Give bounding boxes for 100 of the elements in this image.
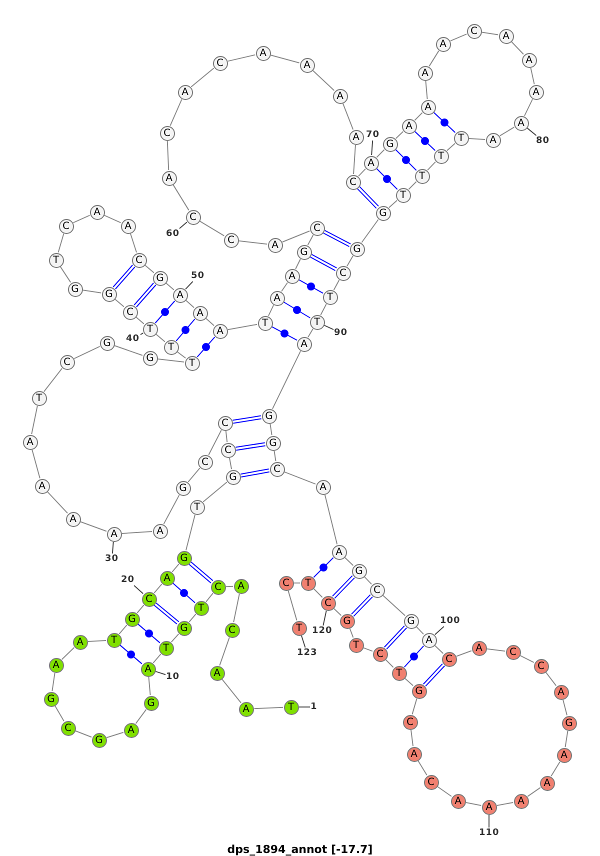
nucleotide-circle: A — [402, 118, 416, 134]
base-pair-line — [313, 557, 334, 578]
backbone-line — [148, 676, 151, 696]
nucleotide-circle: C — [212, 56, 228, 70]
nucleotide-circle: A — [90, 204, 104, 220]
backbone-line — [416, 626, 424, 635]
base-pair-line — [414, 130, 436, 152]
nucleotide-circle: G — [176, 480, 190, 496]
base-pair-line — [154, 300, 176, 324]
nucleotide-circle: C — [210, 580, 226, 594]
nucleotide-circle: A — [210, 666, 224, 680]
nucleotide-circle: A — [486, 132, 500, 148]
backbone-line — [446, 142, 456, 152]
nucleotide-circle: A — [528, 84, 544, 100]
nucleotide-circle: G — [102, 286, 116, 302]
base-pair-line — [310, 254, 338, 272]
backbone-line — [562, 699, 568, 716]
nucleotide-circle: A — [450, 794, 466, 808]
backbone-line — [74, 346, 100, 360]
backbone-line — [307, 234, 314, 246]
backbone-line — [254, 706, 284, 710]
nucleotide-circle: A — [66, 512, 80, 526]
nucleotide-circle: T — [414, 168, 430, 184]
base-pair-line — [235, 442, 266, 451]
nucleotide-circle: C — [346, 174, 360, 190]
backbone-line — [144, 264, 154, 274]
backbone-line — [226, 586, 234, 588]
nucleotide-circle: C — [506, 644, 520, 660]
position-number: 120 — [312, 626, 332, 636]
backbone-line — [437, 786, 452, 797]
backbone-line — [106, 732, 124, 738]
backbone-line — [545, 672, 557, 686]
backbone-line — [272, 350, 301, 410]
base-pair-line — [120, 644, 142, 664]
base-pair-line — [357, 186, 379, 209]
backbone-line — [163, 494, 180, 524]
nucleotide-circle: C — [310, 220, 324, 236]
leader-line — [178, 222, 188, 229]
backbone-line — [166, 282, 174, 290]
nucleotide-circle: G — [68, 282, 82, 296]
backbone-line — [511, 41, 524, 55]
backbone-line — [208, 430, 222, 456]
backbone-line — [118, 624, 128, 634]
backbone-line — [166, 140, 170, 170]
backbone-line — [188, 614, 196, 622]
backbone-line — [227, 54, 256, 62]
nucleotide-circle: C — [142, 592, 156, 606]
nucleotide-circle: T — [396, 188, 410, 202]
nucleotide-circle: A — [162, 170, 176, 186]
backbone-line — [54, 705, 64, 722]
nucleotide-circle: C — [402, 714, 418, 730]
backbone-line — [388, 200, 398, 208]
backbone-line — [349, 628, 354, 638]
nucleotide-circle: C — [122, 304, 138, 320]
nucleotide-circle: T — [284, 700, 298, 714]
base-pair-line — [188, 562, 214, 584]
backbone-line — [284, 471, 316, 485]
nucleotide-circle: G — [176, 550, 192, 566]
nucleotide-circle: C — [336, 266, 350, 280]
nucleotide-circle: G — [404, 614, 418, 628]
backbone-line — [114, 298, 124, 308]
nucleotide-circle: A — [514, 116, 528, 130]
backbone-line — [342, 102, 354, 130]
nucleotide-circle: C — [186, 210, 200, 224]
backbone-line — [88, 640, 106, 642]
nucleotide-circle: A — [140, 662, 156, 676]
backbone-line — [202, 482, 228, 502]
nucleotide-circle: A — [120, 218, 136, 234]
backbone-line — [199, 220, 225, 236]
backbone-line — [364, 576, 372, 585]
leader-line — [112, 541, 114, 554]
backbone-line — [172, 564, 180, 572]
nucleotide-circle: T — [300, 576, 316, 590]
backbone-line — [270, 423, 272, 436]
base-pair-line — [332, 575, 355, 599]
leader-line — [298, 706, 310, 708]
nucleotide-circle: A — [422, 632, 436, 648]
backbone-line — [486, 648, 506, 652]
nucleotide-circle: T — [164, 340, 178, 354]
nucleotide-circle: C — [220, 442, 236, 458]
backbone-line — [72, 214, 90, 224]
backbone-line — [32, 449, 40, 479]
base-pair-line — [154, 602, 180, 625]
backbone-line — [465, 802, 482, 806]
nucleotide-circle: C — [372, 646, 388, 662]
nucleotide-circle: A — [436, 36, 450, 52]
title: dps_1894_annot [-17.7] — [227, 843, 373, 856]
nucleotide-circle: T — [434, 148, 448, 164]
nucleotide-circle: A — [48, 658, 64, 672]
base-pair-line — [384, 625, 408, 650]
base-pair-line — [134, 282, 156, 308]
backbone-line — [176, 351, 186, 359]
backbone-line — [414, 112, 423, 121]
leader-line — [526, 128, 537, 136]
backbone-line — [324, 494, 338, 545]
backbone-line — [170, 98, 182, 126]
base-pair-line — [232, 415, 262, 424]
backbone-line — [82, 290, 102, 294]
nucleotide-circle: C — [270, 462, 284, 476]
base-pair-line — [112, 264, 136, 290]
